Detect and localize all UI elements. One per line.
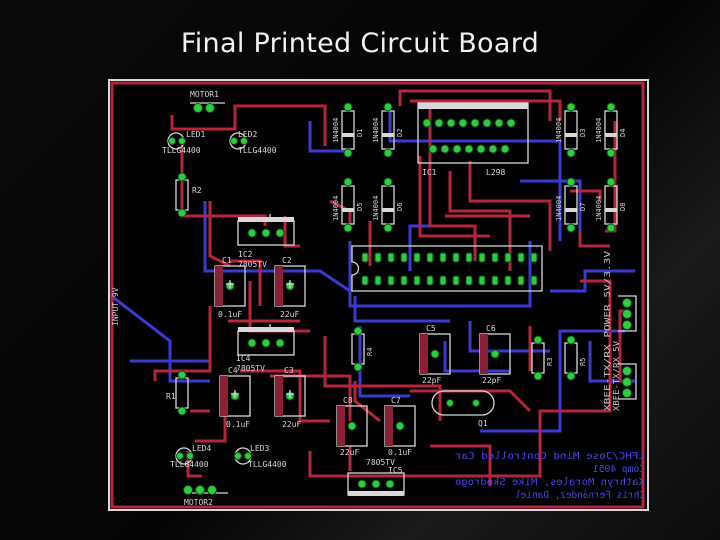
r5-outline [564,342,578,374]
diode-labels: 1N4004 D1 1N4004 D2 1N4004 D5 1N4004 D6 … [332,118,627,366]
r1-label: R1 [166,392,176,401]
c4-value: 0.1uF [226,420,250,429]
d1-label: D1 [356,129,364,137]
d2-label: D2 [396,129,404,137]
pcb-layout: MOTOR1 LED1 TLLG4400 LED2 TLLG4400 R2 IC… [110,81,645,509]
ic5-value: 7805TV [366,458,395,467]
led3-label: LED3 [250,444,269,453]
d6-outline [381,185,395,225]
motor2-label: MOTOR2 [184,498,213,507]
c2-label: C2 [282,256,292,265]
c1-label: C1 [222,256,232,265]
ic5-label: IC5 [388,466,403,475]
c3-value: 22uF [282,420,301,429]
ic4-label: IC4 [236,354,251,363]
q1-outline [431,390,495,416]
c4-label: C4 [228,366,238,375]
c8-value: 22uF [340,448,359,457]
r5-label: R5 [579,358,587,366]
c7-label: C7 [391,396,401,405]
d5-label: D5 [356,203,364,211]
mirror-line-1: LFHC/Jose Mind Controlled Car [455,451,645,462]
c1-value: 0.1uF [218,310,242,319]
input-9v-label: INPUT 9V [111,287,120,326]
led4-label: LED4 [192,444,211,453]
c5-value: 22pF [422,376,441,385]
ic2-value: 7805TV [238,260,267,269]
slide-title: Final Printed Circuit Board [180,28,540,59]
c3-label: C3 [284,366,294,375]
mirror-line-2: Comp 4051 [593,464,645,475]
silk-fills [215,103,617,496]
r2-label: R2 [192,186,202,195]
r3-label: R3 [546,358,554,366]
motor1-label: MOTOR1 [190,90,219,99]
d7-label: D7 [579,203,587,211]
d6-label: D6 [396,203,404,211]
d5-value: 1N4004 [332,196,340,221]
ic2-label: IC2 [238,250,253,259]
dip-pads [361,252,538,286]
r4-label: R4 [366,348,374,356]
polarity-marks [226,214,294,398]
mirrored-notes: LFHC/Jose Mind Controlled Car Comp 4051 … [455,451,645,501]
silk-labels: MOTOR1 LED1 TLLG4400 LED2 TLLG4400 R2 IC… [162,90,505,507]
d1-value: 1N4004 [332,118,340,143]
side-labels: INPUT 9V XBEE-TX/RX POWER 5V/3.3V XBEE-T… [111,251,621,411]
mirror-line-3: Kathryn Morales, Mike Skodrogo [455,477,645,488]
ic1-pads [422,118,516,154]
d3-outline [564,110,578,150]
d7-value: 1N4004 [555,196,563,221]
pads [168,102,632,495]
q1-label: Q1 [478,419,488,428]
r4-outline [351,333,365,365]
ic1-label: IC1 [422,168,437,177]
led4-value: TLLG4400 [170,460,209,469]
led3-value: TLLG4400 [248,460,287,469]
d2-value: 1N4004 [372,118,380,143]
d8-value: 1N4004 [595,196,603,221]
ic1-value: L298 [486,168,505,177]
c8-label: C8 [343,396,353,405]
r3-outline [531,342,545,374]
c6-label: C6 [486,324,496,333]
c5-label: C5 [426,324,436,333]
d6-value: 1N4004 [372,196,380,221]
silkscreen [167,102,637,496]
ic4-value: 7805TV [236,364,265,373]
led1-label: LED1 [186,130,205,139]
d8-label: D8 [619,203,627,211]
d2-outline [381,110,395,150]
c2-value: 22uF [280,310,299,319]
led2-value: TLLG4400 [238,146,277,155]
xbee-label-1: XBEE-TX/RX POWER 5V/3.3V [603,251,612,411]
d3-value: 1N4004 [555,118,563,143]
pcb-board: MOTOR1 LED1 TLLG4400 LED2 TLLG4400 R2 IC… [108,79,649,511]
dip-outline [351,245,543,292]
c6-value: 22pF [482,376,501,385]
mirror-line-4: Chris Fernández, Daniel [515,489,645,501]
d3-label: D3 [579,129,587,137]
led1-value: TLLG4400 [162,146,201,155]
d5-outline [341,185,355,225]
c7-value: 0.1uF [388,448,412,457]
d1-outline [341,110,355,150]
d4-label: D4 [619,129,627,137]
led2-label: LED2 [238,130,257,139]
xbee-label-2: XBEE-TX/RX 5V [612,341,621,411]
d4-value: 1N4004 [595,118,603,143]
ic1-outline [417,102,529,164]
